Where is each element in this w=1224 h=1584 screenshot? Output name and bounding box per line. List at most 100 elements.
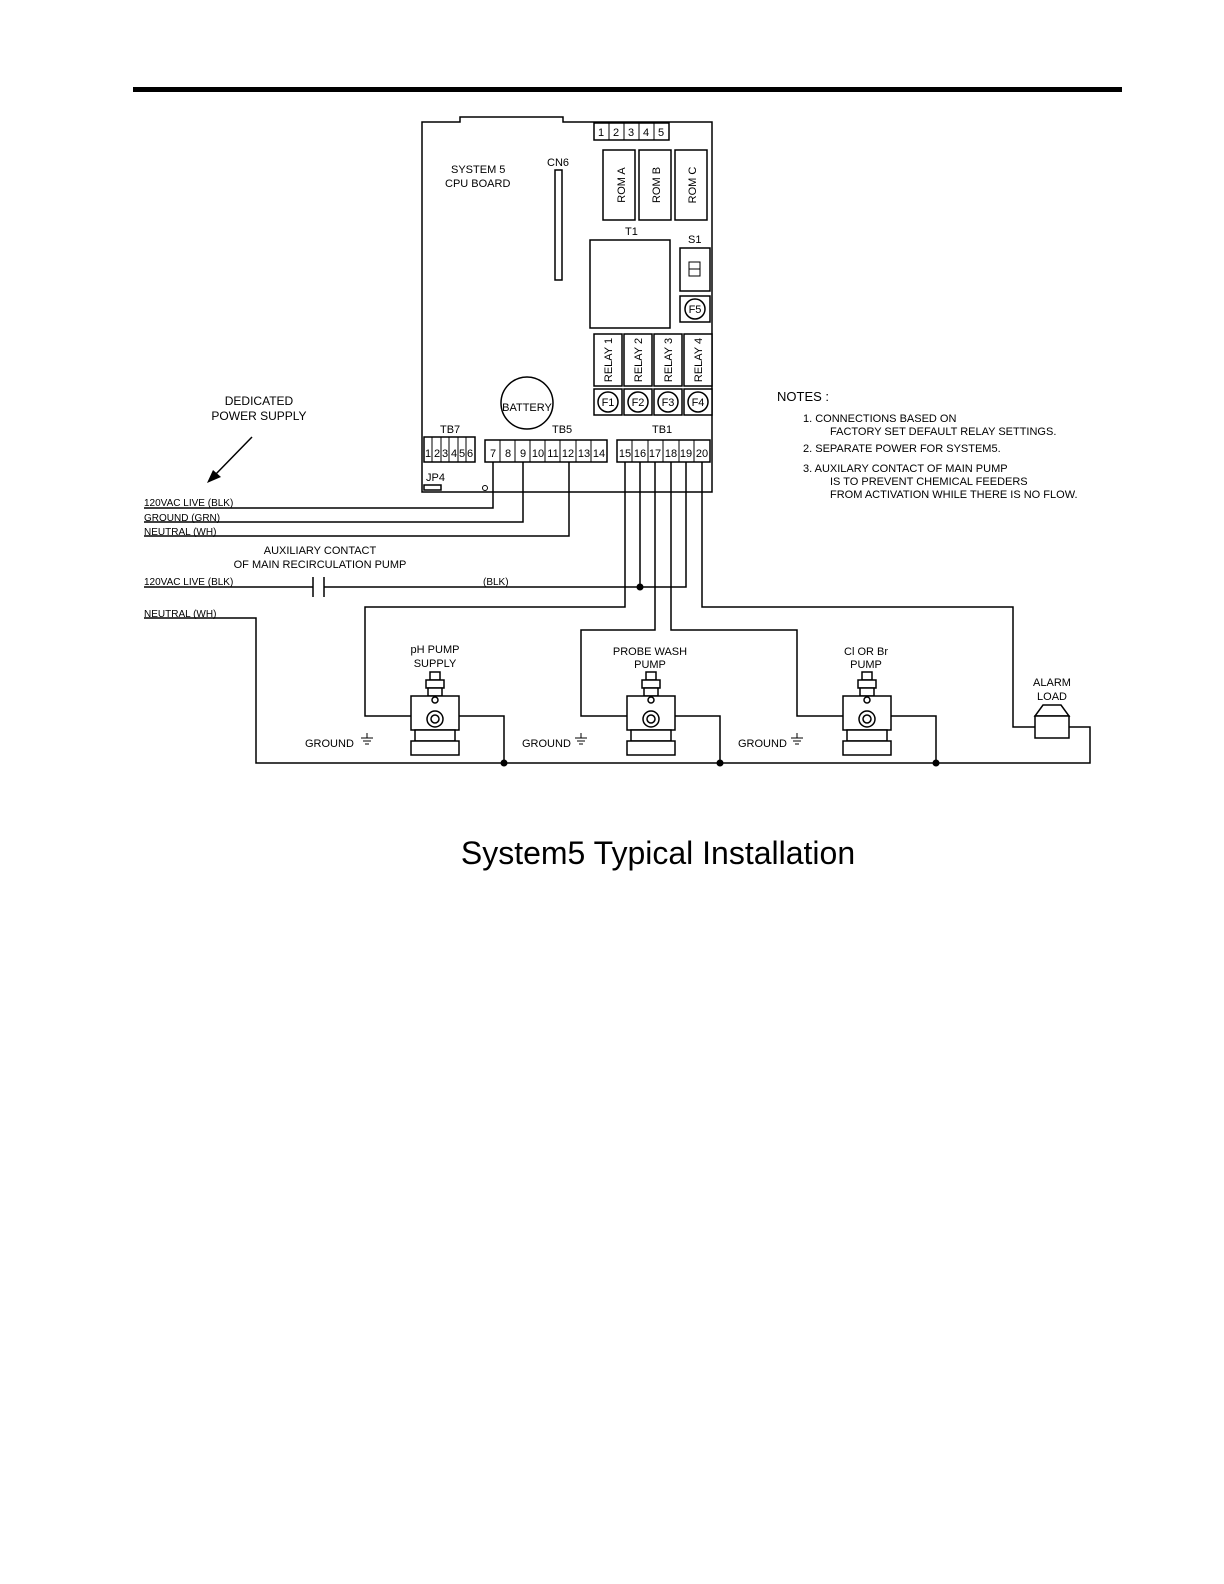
tb7-pin: 1 bbox=[425, 448, 431, 460]
tb1-pin: 18 bbox=[665, 448, 677, 460]
fuse-bank: F1 F2 F3 F4 bbox=[593, 388, 713, 416]
alarm-body bbox=[1034, 715, 1070, 739]
header-pin: 1 bbox=[598, 127, 604, 139]
neutral-bus-wire bbox=[144, 617, 1091, 764]
header-pin: 4 bbox=[643, 127, 649, 139]
board-title-line2: CPU BOARD bbox=[445, 178, 510, 190]
header-pin: 2 bbox=[613, 127, 619, 139]
tb5-pin: 8 bbox=[505, 448, 511, 460]
t1-label: T1 bbox=[625, 226, 638, 238]
notes-title: NOTES : bbox=[777, 389, 829, 404]
supply-live-wire bbox=[144, 462, 494, 509]
relay-1 bbox=[593, 333, 623, 387]
s1-label: S1 bbox=[688, 234, 701, 246]
transformer-t1 bbox=[589, 239, 671, 329]
fuse-f4 bbox=[687, 391, 709, 413]
tb1-pin: 15 bbox=[619, 448, 631, 460]
top-rule bbox=[133, 87, 1122, 92]
fuse-f5 bbox=[684, 298, 706, 320]
battery-label: BATTERY bbox=[502, 402, 552, 414]
supply-ground-label: GROUND (GRN) bbox=[144, 513, 220, 524]
fuse-f1 bbox=[597, 391, 619, 413]
alarm-feed-wire bbox=[701, 462, 1035, 728]
rom-b-chip bbox=[638, 149, 672, 221]
cl-pump-ground-label: GROUND bbox=[738, 738, 787, 750]
relay-2-label: RELAY 2 bbox=[633, 338, 645, 382]
rom-c-label: ROM C bbox=[687, 167, 699, 204]
jp4-label: JP4 bbox=[426, 472, 445, 484]
ph-pump: pH PUMP SUPPLY GROUND bbox=[305, 644, 508, 767]
alarm-horn bbox=[1033, 704, 1071, 717]
aux-label-line1: AUXILIARY CONTACT bbox=[264, 545, 377, 557]
note-3-line1: 3. AUXILARY CONTACT OF MAIN PUMP bbox=[803, 463, 1008, 475]
cl-br-pump: Cl OR Br PUMP GROUND bbox=[738, 646, 940, 767]
note-3-line3: FROM ACTIVATION WHILE THERE IS NO FLOW. bbox=[830, 489, 1078, 501]
jumper-jp4 bbox=[423, 484, 442, 491]
relay-3-label: RELAY 3 bbox=[663, 338, 675, 382]
probe-wash-ground-label: GROUND bbox=[522, 738, 571, 750]
aux-neutral-label: NEUTRAL (WH) bbox=[144, 609, 216, 620]
relay-1-label: RELAY 1 bbox=[603, 338, 615, 382]
tb5-pin: 7 bbox=[490, 448, 496, 460]
header-pin: 5 bbox=[658, 127, 664, 139]
aux-label-line2: OF MAIN RECIRCULATION PUMP bbox=[234, 559, 407, 571]
supply-wiring: 120VAC LIVE (BLK) GROUND (GRN) NEUTRAL (… bbox=[144, 462, 570, 538]
fuse-f4-label: F4 bbox=[692, 397, 705, 409]
terminal-block-tb5: 7 8 9 10 11 12 13 14 bbox=[484, 439, 608, 463]
tb1-label: TB1 bbox=[652, 424, 672, 436]
tb1-pin: 19 bbox=[680, 448, 692, 460]
aux-live-label: 120VAC LIVE (BLK) bbox=[144, 577, 233, 588]
tb7-label: TB7 bbox=[440, 424, 460, 436]
tb1-pin: 17 bbox=[649, 448, 661, 460]
aux-contact-section: AUXILIARY CONTACT OF MAIN RECIRCULATION … bbox=[144, 462, 1091, 764]
tb5-label: TB5 bbox=[552, 424, 572, 436]
relay-4 bbox=[683, 333, 713, 387]
supply-arrow-head bbox=[207, 470, 221, 483]
ph-pump-ground-label: GROUND bbox=[305, 738, 354, 750]
tb5-pin: 10 bbox=[532, 448, 544, 460]
supply-label-line1: DEDICATED bbox=[225, 394, 294, 408]
ground-symbol bbox=[361, 733, 373, 745]
fuse-f2-label: F2 bbox=[632, 397, 645, 409]
rom-a-label: ROM A bbox=[616, 167, 628, 203]
cn6-label: CN6 bbox=[547, 157, 569, 169]
aux-live-wire bbox=[324, 462, 687, 588]
alarm-load: ALARM LOAD bbox=[1033, 677, 1071, 739]
tb5-pin: 9 bbox=[520, 448, 526, 460]
probe-wash-label-line2: PUMP bbox=[634, 659, 666, 671]
header-pin: 3 bbox=[628, 127, 634, 139]
notes: NOTES : 1. CONNECTIONS BASED ON FACTORY … bbox=[777, 389, 1078, 501]
tb5-pin: 13 bbox=[578, 448, 590, 460]
fuse-f5-label: F5 bbox=[689, 304, 702, 316]
note-1-line1: 1. CONNECTIONS BASED ON bbox=[803, 413, 956, 425]
board-title-line1: SYSTEM 5 bbox=[451, 164, 505, 176]
probe-wash-label-line1: PROBE WASH bbox=[613, 646, 687, 658]
cl-pump-feed-wire bbox=[670, 587, 843, 717]
fuse-f2 bbox=[627, 391, 649, 413]
tb7-pin: 5 bbox=[459, 448, 465, 460]
ph-pump-label-line1: pH PUMP bbox=[411, 644, 460, 656]
ground-symbol bbox=[575, 733, 587, 745]
aux-blk-label: (BLK) bbox=[483, 577, 509, 588]
supply-arrow bbox=[213, 436, 253, 477]
tb5-pin: 11 bbox=[547, 448, 558, 460]
supply-neutral-wire bbox=[144, 462, 570, 537]
terminal-block-tb1: 15 16 17 18 19 20 bbox=[616, 439, 711, 463]
cl-pump-label-line1: Cl OR Br bbox=[844, 646, 888, 658]
tb7-pin: 6 bbox=[467, 448, 473, 460]
relay-2 bbox=[623, 333, 653, 387]
tb1-pin: 20 bbox=[696, 448, 708, 460]
relay-bank: RELAY 1 RELAY 2 RELAY 3 RELAY 4 bbox=[593, 333, 713, 387]
probe-wash-pump: PROBE WASH PUMP GROUND bbox=[522, 646, 724, 767]
relay-3 bbox=[653, 333, 683, 387]
supply-label-line2: POWER SUPPLY bbox=[211, 409, 306, 423]
battery bbox=[500, 376, 554, 430]
alarm-label-line1: ALARM bbox=[1033, 677, 1071, 689]
supply-live-label: 120VAC LIVE (BLK) bbox=[144, 498, 233, 509]
tb7-pin: 4 bbox=[451, 448, 457, 460]
rom-a-chip bbox=[602, 149, 636, 221]
cl-pump-label-line2: PUMP bbox=[850, 659, 882, 671]
relay-4-label: RELAY 4 bbox=[693, 338, 705, 382]
mounting-hole bbox=[482, 485, 488, 491]
